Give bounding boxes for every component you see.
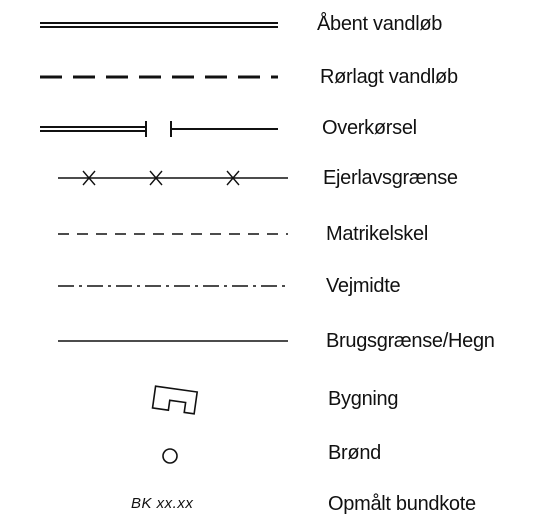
broken-line-with-ticks-icon (30, 108, 300, 148)
legend-label-road-centre: Vejmidte (326, 275, 401, 297)
legend-label-well: Brønd (328, 442, 381, 464)
legend-label-property-boundary: Matrikelskel (326, 223, 428, 245)
dash-dot-line-icon (30, 266, 300, 306)
thin-solid-line-icon (30, 321, 300, 361)
circle-icon (30, 433, 300, 473)
legend-row-well: Brønd (0, 433, 547, 473)
legend-row-building: Bygning (0, 379, 547, 419)
legend-label-piped-stream: Rørlagt vandløb (320, 66, 458, 88)
legend-label-cadastral-district-boundary: Ejerlavsgrænse (323, 167, 458, 189)
legend-row-open-stream: Åbent vandløb (0, 4, 547, 44)
legend-row-crossing: Overkørsel (0, 108, 547, 148)
solid-double-line-icon (30, 4, 300, 44)
legend-row-property-boundary: Matrikelskel (0, 214, 547, 254)
fine-dashed-line-icon (30, 214, 300, 254)
legend-row-surveyed-bed-level: BK xx.xx Opmålt bundkote (0, 484, 547, 524)
legend-row-use-boundary-fence: Brugsgrænse/Hegn (0, 321, 547, 361)
bed-level-code: BK xx.xx (131, 495, 194, 512)
legend-label-surveyed-bed-level: Opmålt bundkote (328, 493, 476, 515)
legend-label-building: Bygning (328, 388, 399, 410)
legend-label-use-boundary-fence: Brugsgrænse/Hegn (326, 330, 495, 352)
dashed-line-icon (30, 57, 300, 97)
line-with-crosses-icon (30, 158, 300, 198)
legend-row-road-centre: Vejmidte (0, 266, 547, 306)
legend-label-crossing: Overkørsel (322, 117, 417, 139)
legend-label-open-stream: Åbent vandløb (317, 13, 443, 35)
legend-row-cadastral-district-boundary: Ejerlavsgrænse (0, 158, 547, 198)
legend-row-piped-stream: Rørlagt vandløb (0, 57, 547, 97)
building-outline-icon (30, 379, 300, 419)
